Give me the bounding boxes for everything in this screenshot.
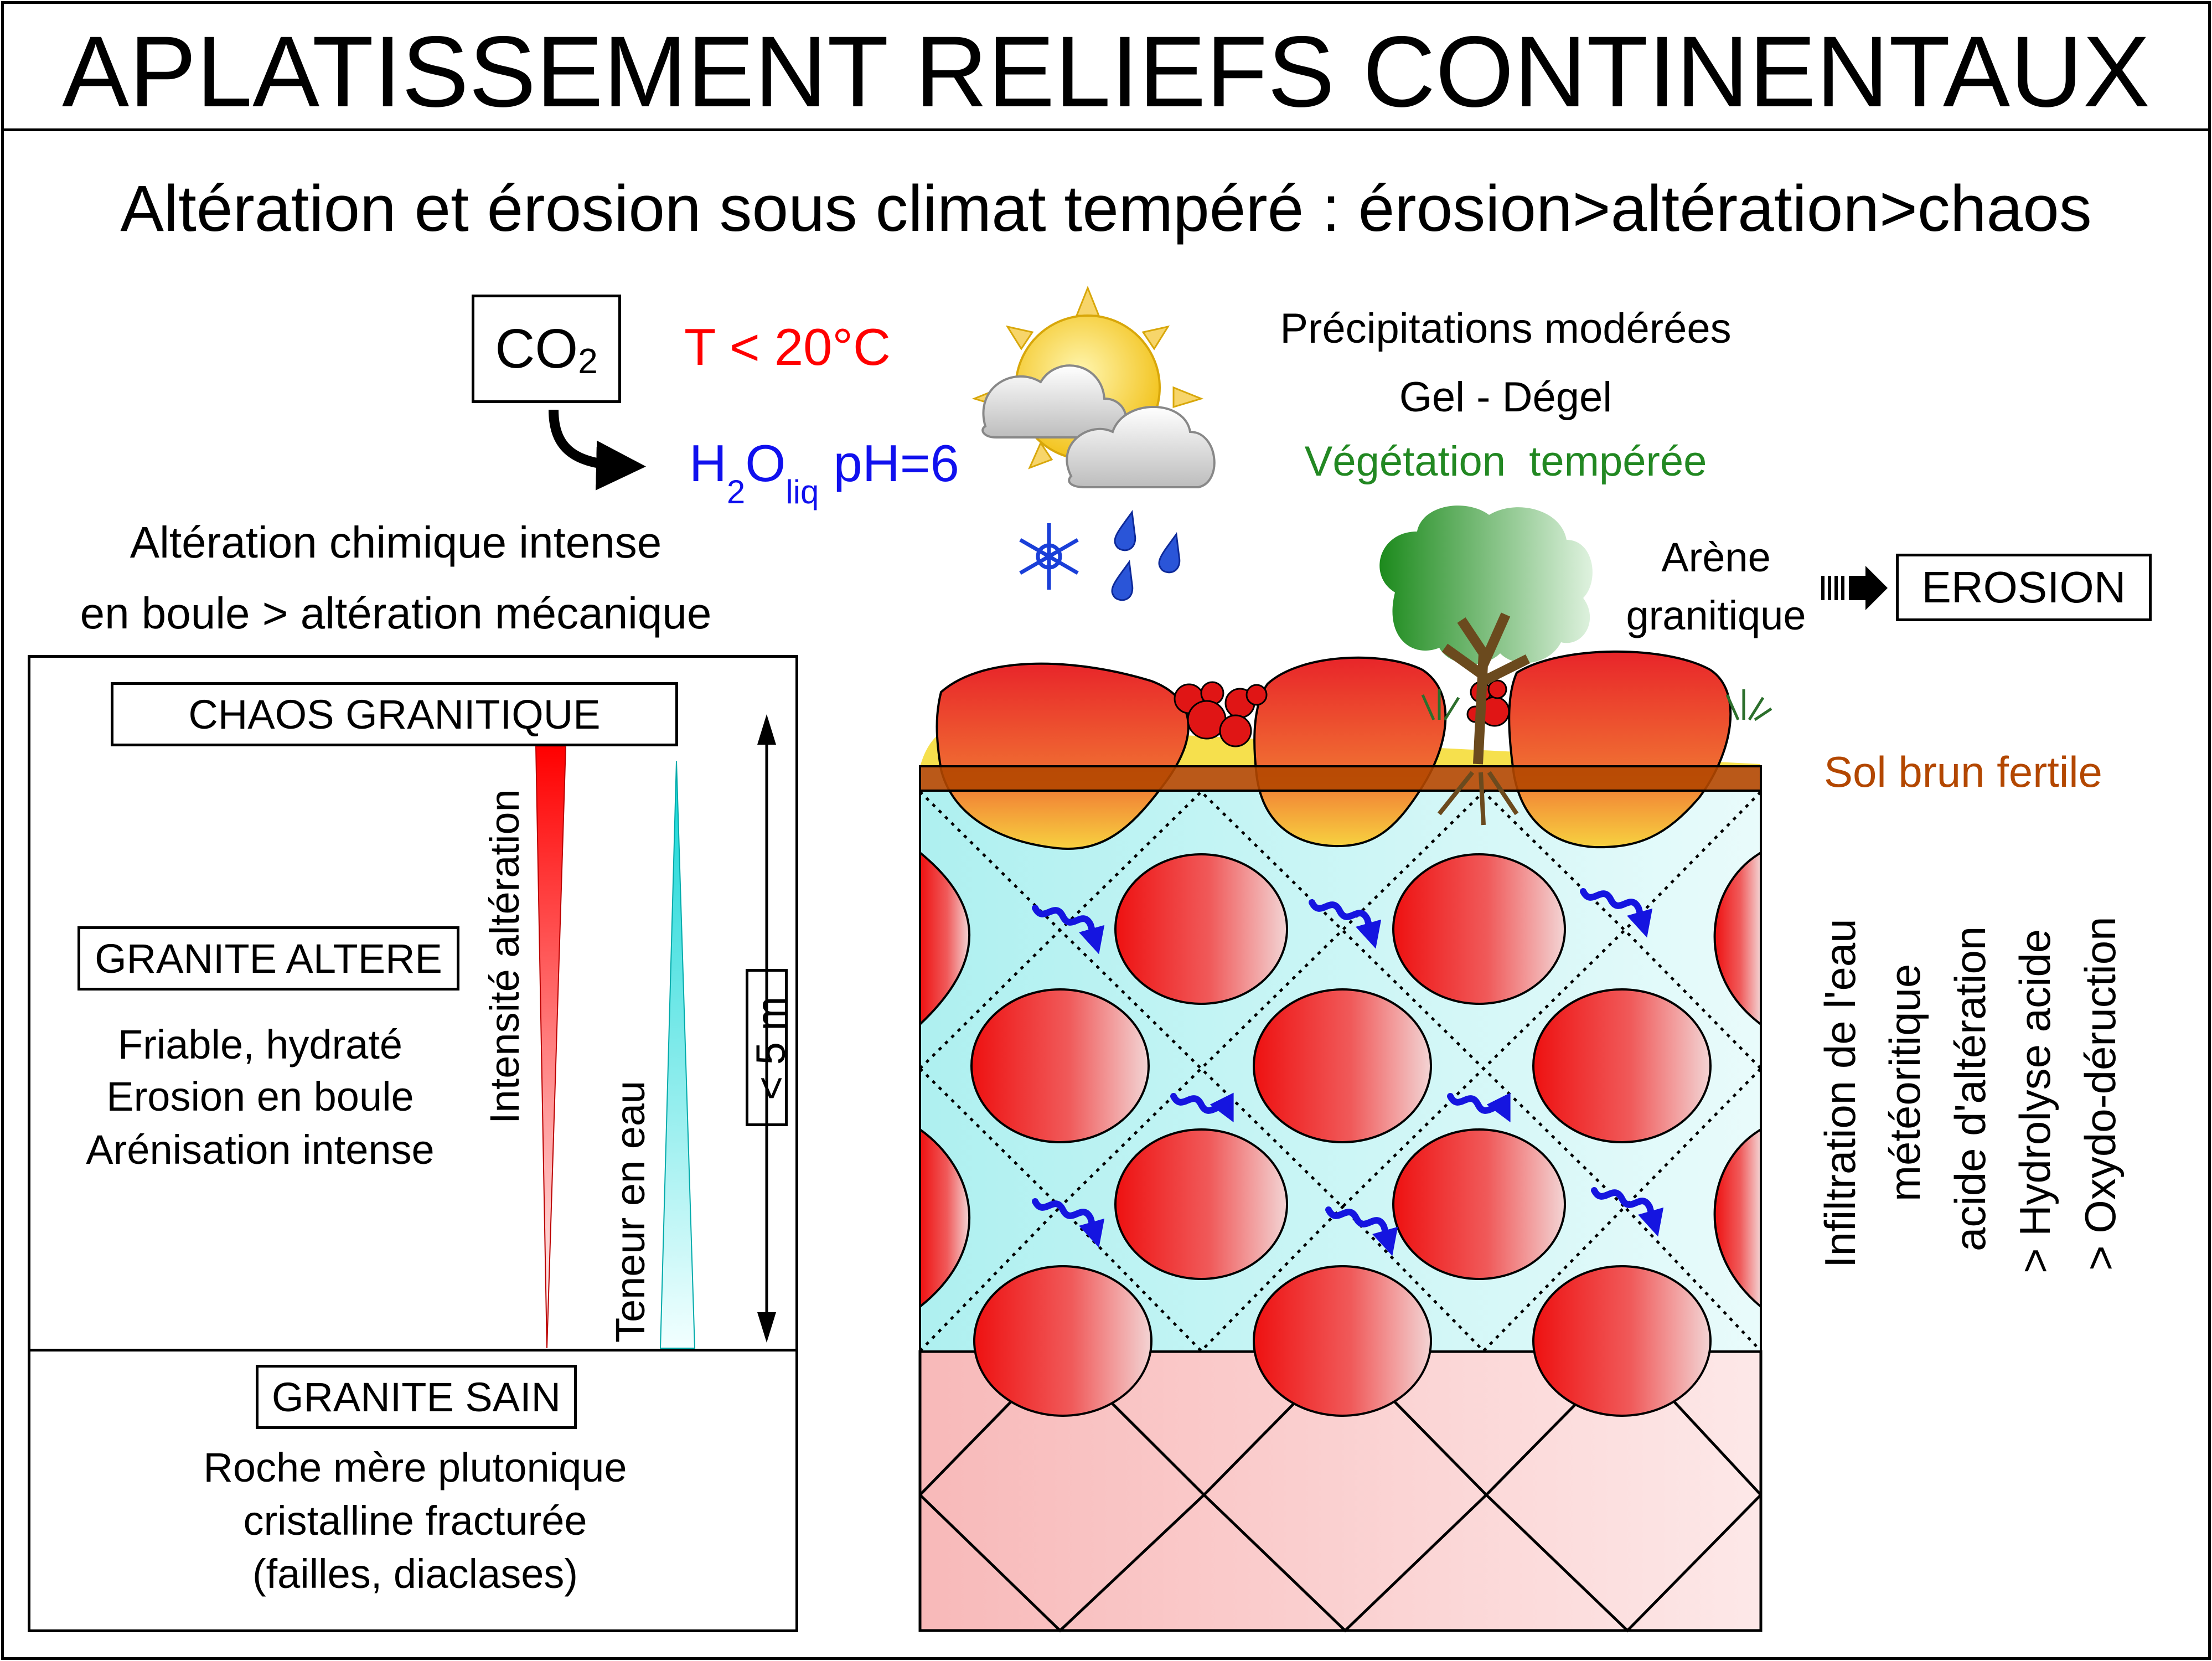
temperature-label: T < 20°C (684, 318, 891, 376)
infiltration-line-4: > Hydrolyse acide (2011, 928, 2059, 1273)
healthy-desc-2: cristalline fracturée (243, 1498, 587, 1544)
infiltration-line-2: météoritique (1880, 963, 1929, 1201)
water-sub-2: 2 (726, 473, 746, 510)
intensity-axis-label: Intensité altération (482, 789, 528, 1124)
water-h: H (689, 434, 727, 492)
infiltration-line-3: acide d'altération (1946, 926, 1994, 1251)
infiltration-line-5: > Oxydo-déruction (2076, 916, 2125, 1271)
altered-desc-2: Erosion en boule (106, 1074, 414, 1120)
chaos-label-box: CHAOS GRANITIQUE (111, 682, 678, 746)
erosion-box: EROSION (1896, 554, 2152, 621)
healthy-desc-3: (failles, diaclases) (252, 1551, 578, 1597)
altered-desc-1: Friable, hydraté (117, 1022, 403, 1067)
healthy-label: GRANITE SAIN (271, 1374, 561, 1420)
title-divider (1, 128, 2211, 131)
altered-label: GRANITE ALTERE (95, 935, 442, 982)
water-content-axis-label: Teneur en eau (607, 1080, 653, 1343)
depth-label: < 5 m (748, 996, 794, 1100)
water-label: H2Oliq pH=6 (689, 434, 959, 509)
altered-label-box: GRANITE ALTERE (77, 926, 459, 991)
erosion-label: EROSION (1921, 563, 2126, 612)
vegetation-label: Végétation tempérée (1304, 438, 1707, 485)
profile-boundary-line (28, 1349, 798, 1352)
profile-panel (28, 655, 798, 1632)
page-title: APLATISSEMENT RELIEFS CONTINENTAUX (61, 15, 2151, 128)
precipitation-label: Précipitations modérées (1280, 305, 1732, 352)
co2-subscript: 2 (578, 341, 598, 381)
page-subtitle: Altération et érosion sous climat tempér… (120, 172, 2092, 245)
healthy-desc-1: Roche mère plutonique (203, 1445, 627, 1490)
arene-label-line1: Arène (1661, 534, 1771, 580)
co2-text: CO (495, 317, 578, 380)
altered-desc-3: Arénisation intense (86, 1127, 435, 1173)
infiltration-line-1: Infiltration de l'eau (1816, 919, 1864, 1268)
water-ph: pH=6 (819, 434, 959, 492)
alteration-intro-line2: en boule > altération mécanique (80, 589, 712, 638)
healthy-label-box: GRANITE SAIN (256, 1365, 577, 1429)
chaos-label: CHAOS GRANITIQUE (188, 691, 601, 737)
depth-label-box: < 5 m (746, 969, 794, 1126)
arene-label-line2: granitique (1626, 592, 1806, 638)
alteration-intro-line1: Altération chimique intense (130, 518, 662, 567)
water-o: O (745, 434, 786, 492)
water-sub-liq: liq (785, 473, 819, 510)
soil-label: Sol brun fertile (1824, 747, 2102, 796)
frost-label: Gel - Dégel (1399, 374, 1613, 421)
